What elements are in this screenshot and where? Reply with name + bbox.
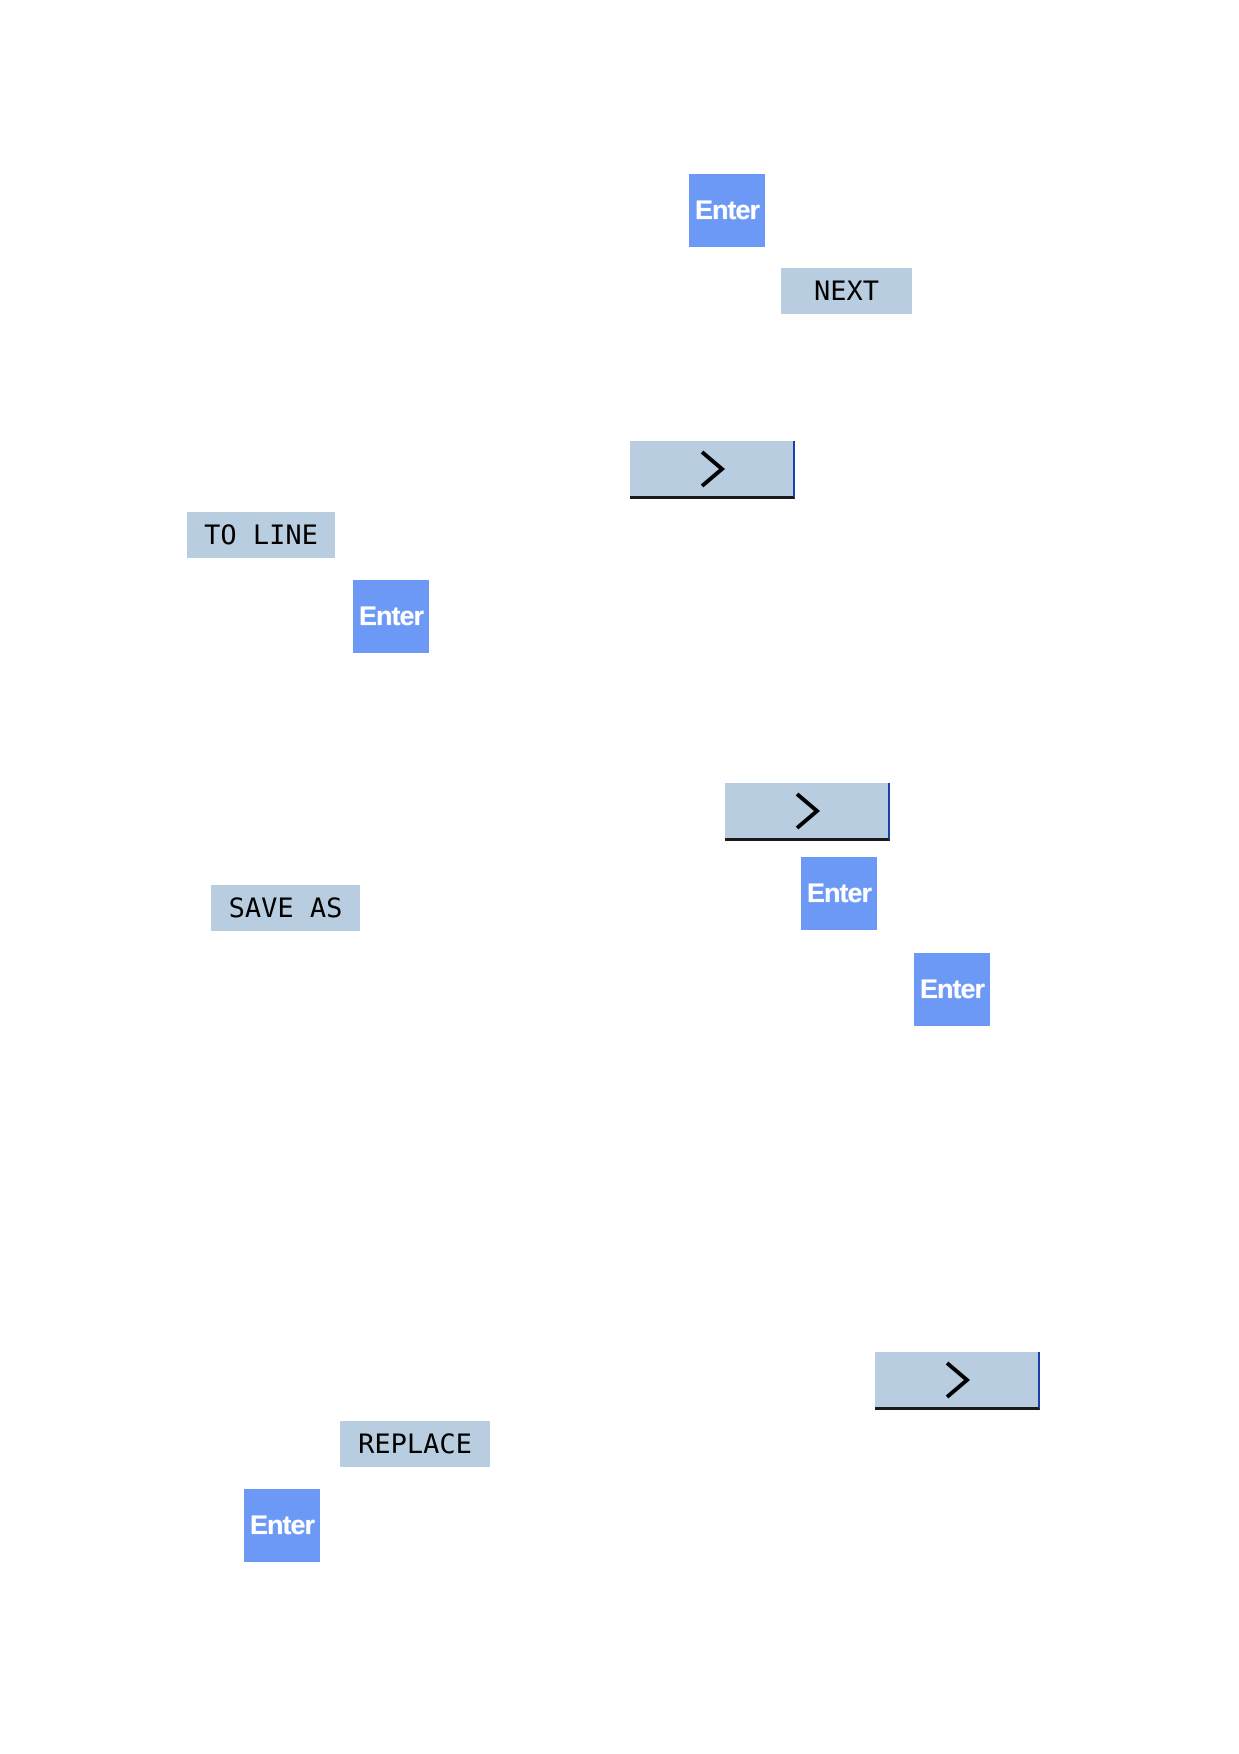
chevron-right-icon (945, 1360, 970, 1399)
enter-key-label: Enter (358, 601, 424, 631)
chevron-right-icon (795, 791, 820, 830)
chevron-right-icon (700, 449, 725, 488)
right-arrow-key[interactable] (630, 441, 795, 499)
right-arrow-key[interactable] (875, 1352, 1040, 1410)
replace-softkey-label: REPLACE (358, 1428, 472, 1460)
replace-softkey[interactable]: REPLACE (340, 1421, 490, 1467)
enter-key[interactable]: Enter (914, 953, 990, 1026)
save-as-softkey[interactable]: SAVE AS (211, 885, 360, 931)
enter-key[interactable]: Enter (244, 1489, 320, 1562)
to-line-softkey[interactable]: TO LINE (187, 512, 335, 558)
enter-key-label: Enter (919, 974, 985, 1004)
enter-key[interactable]: Enter (689, 174, 765, 247)
next-softkey-label: NEXT (813, 275, 880, 307)
enter-key-label: Enter (249, 1510, 315, 1540)
enter-key[interactable]: Enter (353, 580, 429, 653)
next-softkey[interactable]: NEXT (781, 268, 912, 314)
enter-key-label: Enter (806, 878, 872, 908)
enter-key[interactable]: Enter (801, 857, 877, 930)
to-line-softkey-label: TO LINE (204, 519, 318, 551)
enter-key-label: Enter (694, 195, 760, 225)
save-as-softkey-label: SAVE AS (228, 892, 343, 924)
right-arrow-key[interactable] (725, 783, 890, 841)
